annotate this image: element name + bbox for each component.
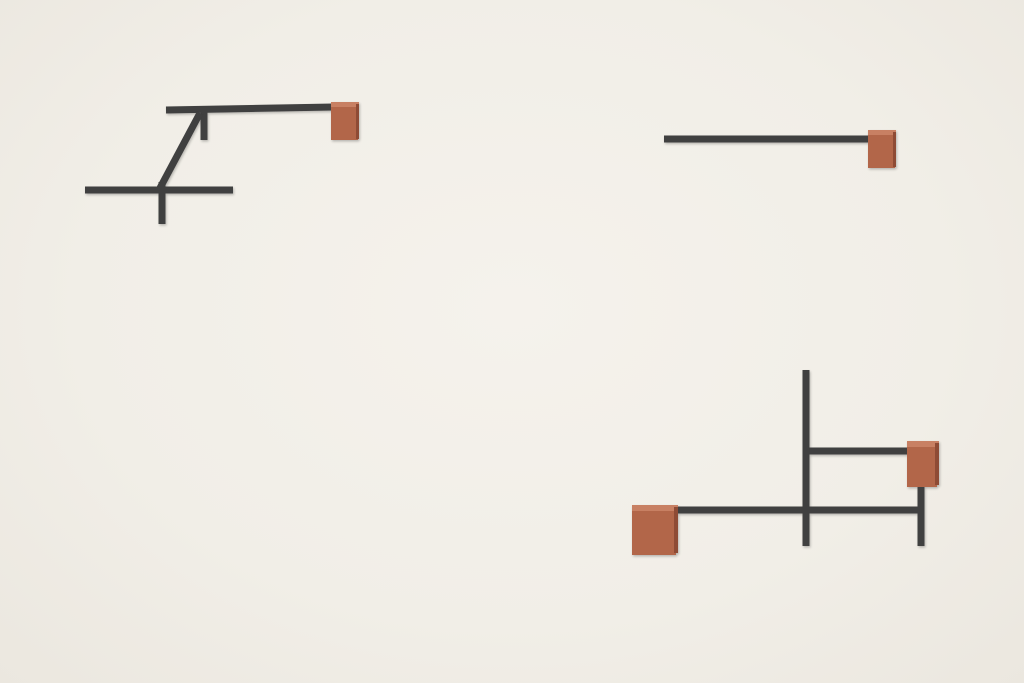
block-top <box>632 505 678 512</box>
block-side <box>356 104 359 139</box>
block-face <box>907 447 937 487</box>
block-top <box>331 102 359 108</box>
block <box>632 505 678 555</box>
block-top <box>868 130 896 136</box>
rod <box>156 111 204 190</box>
group-bottom-right <box>632 370 939 555</box>
block-side <box>674 507 678 553</box>
block-face <box>331 107 358 140</box>
group-top-left <box>85 102 359 224</box>
block-face <box>868 135 895 168</box>
block-side <box>893 132 896 167</box>
block <box>907 441 939 487</box>
rod <box>165 103 335 114</box>
block-side <box>935 443 939 485</box>
block <box>868 130 896 168</box>
block-face <box>632 511 676 555</box>
group-top-right <box>664 130 896 168</box>
block <box>331 102 359 140</box>
block-top <box>907 441 939 448</box>
